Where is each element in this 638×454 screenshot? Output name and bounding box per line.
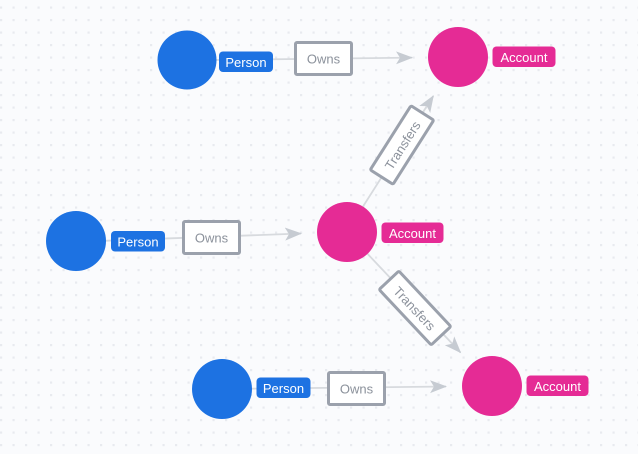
nodes-layer (46, 27, 522, 419)
relationship-box[interactable] (182, 220, 241, 255)
account-node[interactable] (317, 202, 377, 262)
relationship-box[interactable] (294, 41, 353, 76)
caption-text: Account (501, 50, 548, 65)
relationship-box[interactable] (378, 270, 452, 346)
captions-layer: Person Account Person Account Person Acc (111, 46, 589, 398)
caption-badge (111, 231, 165, 252)
node-caption-account: Account (526, 375, 589, 396)
relationship-label-owns[interactable]: Owns (294, 41, 353, 76)
relationship-text: Owns (340, 382, 374, 397)
caption-text: Account (534, 379, 581, 394)
relationship-label-owns[interactable]: Owns (182, 220, 241, 255)
caption-badge (526, 375, 589, 396)
relationship-text: Owns (195, 231, 229, 246)
node-caption-account: Account (492, 46, 556, 67)
account-node[interactable] (462, 356, 522, 416)
account-node[interactable] (428, 27, 488, 87)
caption-badge (492, 46, 556, 67)
relationship-text: Owns (307, 52, 341, 67)
caption-text: Account (389, 226, 436, 241)
relationship-label-owns[interactable]: Owns (327, 371, 386, 406)
caption-text: Person (225, 55, 266, 70)
person-node[interactable] (192, 359, 252, 419)
caption-text: Person (117, 234, 158, 249)
node-caption-person: Person (111, 231, 165, 252)
node-caption-person: Person (256, 377, 311, 398)
person-node[interactable] (46, 211, 106, 271)
caption-badge (256, 377, 311, 398)
node-caption-person: Person (219, 51, 273, 72)
caption-badge (219, 51, 273, 72)
person-node[interactable] (157, 30, 217, 90)
relationship-box[interactable] (327, 371, 386, 406)
caption-text: Person (263, 381, 304, 396)
relationship-box[interactable] (369, 104, 435, 186)
caption-badge (381, 222, 444, 243)
node-caption-account: Account (381, 222, 444, 243)
